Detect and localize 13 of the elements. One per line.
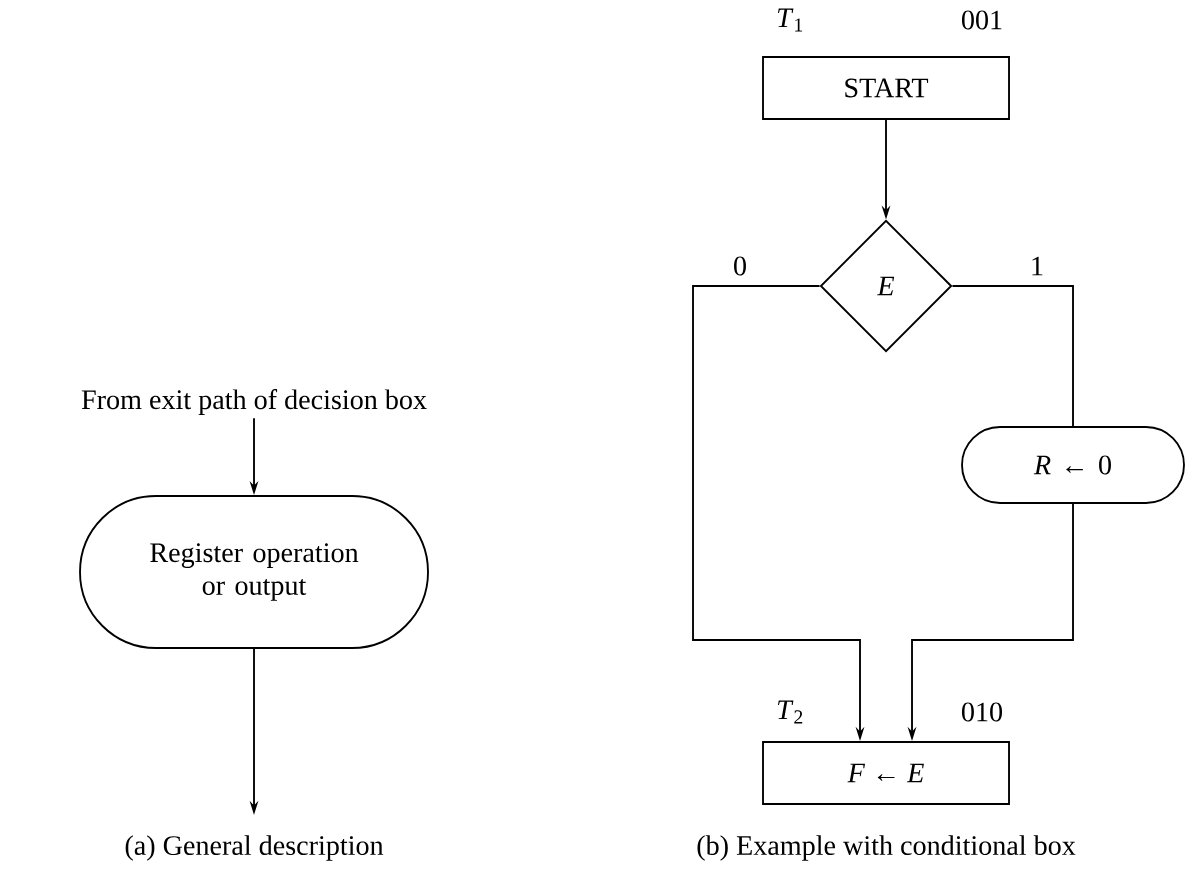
state-box: START (762, 56, 1010, 120)
state-label: 010 (962, 702, 1003, 722)
figure-caption: (b) Example with conditional box (697, 835, 1076, 861)
edge-label: 0 (731, 255, 749, 277)
state-label: T$_{1}$ (778, 8, 803, 32)
state-box: F ← E (762, 741, 1010, 805)
state-label: 001 (962, 10, 1002, 30)
figure-caption: (a) General description (125, 835, 384, 861)
edge-label: 1 (1028, 255, 1046, 277)
operation-box: Register operation or output (79, 495, 429, 649)
state-label: T$_{2}$ (778, 700, 803, 724)
source-text: From exit path of decision box (81, 389, 427, 415)
operation-box: R ← 0 (961, 426, 1185, 504)
